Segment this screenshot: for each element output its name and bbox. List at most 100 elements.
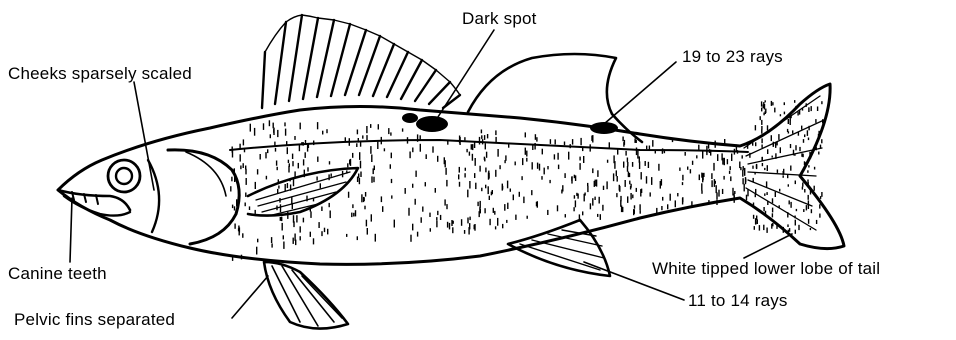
stipple-mark bbox=[575, 200, 576, 207]
stipple-mark bbox=[640, 210, 641, 214]
stipple-mark bbox=[469, 152, 470, 156]
stipple-mark bbox=[525, 132, 526, 137]
stipple-mark bbox=[783, 175, 784, 177]
stipple-mark bbox=[519, 192, 520, 197]
stipple-mark bbox=[562, 185, 563, 191]
stipple-mark bbox=[747, 142, 748, 149]
stipple-mark bbox=[636, 188, 637, 192]
stipple-mark bbox=[802, 183, 803, 187]
stipple-mark bbox=[764, 168, 765, 170]
label-pelvic-fins: Pelvic fins separated bbox=[14, 310, 175, 330]
stipple-mark bbox=[484, 158, 485, 161]
stipple-mark bbox=[701, 191, 702, 194]
stipple-mark bbox=[525, 148, 526, 155]
stipple-mark bbox=[375, 234, 376, 242]
stipple-mark bbox=[507, 181, 508, 189]
stipple-mark bbox=[606, 181, 607, 189]
stipple-mark bbox=[776, 223, 777, 229]
stipple-mark bbox=[250, 124, 251, 132]
body-outline bbox=[58, 84, 844, 264]
stipple-mark bbox=[495, 226, 496, 229]
pelvic-fin bbox=[264, 262, 348, 329]
dark-spot bbox=[402, 113, 448, 132]
stipple-mark bbox=[755, 125, 756, 130]
stipple-mark bbox=[730, 176, 731, 181]
stipple-mark bbox=[294, 136, 295, 140]
stipple-mark bbox=[459, 167, 460, 173]
stipple-mark bbox=[230, 186, 231, 191]
stipple-mark bbox=[329, 203, 330, 207]
stipple-mark bbox=[780, 147, 781, 153]
stipple-mark bbox=[293, 221, 294, 227]
stipple-mark bbox=[807, 180, 808, 182]
stipple-mark bbox=[582, 211, 583, 215]
stipple-mark bbox=[373, 168, 374, 174]
stipple-mark bbox=[287, 212, 288, 219]
stipple-mark bbox=[469, 217, 470, 221]
stipple-mark bbox=[677, 193, 678, 196]
stipple-mark bbox=[753, 178, 754, 182]
stipple-mark bbox=[787, 212, 788, 217]
stipple-mark bbox=[352, 153, 353, 158]
stipple-mark bbox=[370, 146, 371, 154]
stipple-mark bbox=[763, 113, 764, 116]
stipple-mark bbox=[234, 206, 235, 210]
stipple-mark bbox=[573, 207, 574, 211]
stipple-mark bbox=[270, 134, 271, 138]
stipple-mark bbox=[484, 135, 485, 140]
stipple-mark bbox=[352, 204, 353, 208]
stipple-mark bbox=[292, 154, 293, 159]
stipple-mark bbox=[762, 163, 763, 166]
stipple-mark bbox=[660, 181, 661, 189]
stipple-mark bbox=[513, 195, 514, 201]
stipple-mark bbox=[479, 166, 480, 172]
stipple-mark bbox=[331, 174, 332, 177]
stipple-mark bbox=[564, 142, 565, 146]
stipple-mark bbox=[754, 226, 755, 230]
stipple-mark bbox=[792, 130, 793, 133]
stipple-mark bbox=[775, 153, 776, 159]
stipple-mark bbox=[461, 219, 462, 226]
stipple-mark bbox=[808, 219, 809, 224]
stipple-mark bbox=[820, 196, 821, 199]
stipple-mark bbox=[349, 138, 350, 146]
stipple-mark bbox=[277, 167, 278, 170]
stipple-mark bbox=[565, 214, 566, 217]
stipple-mark bbox=[271, 243, 272, 247]
stipple-mark bbox=[381, 137, 382, 144]
stipple-mark bbox=[815, 119, 816, 123]
stipple-mark bbox=[321, 207, 322, 212]
stipple-mark bbox=[596, 180, 597, 187]
stipple-mark bbox=[729, 171, 730, 174]
stipple-mark bbox=[664, 149, 665, 153]
stipple-mark bbox=[804, 189, 805, 193]
stipple-mark bbox=[364, 206, 365, 210]
stipple-mark bbox=[447, 140, 448, 144]
stipple-mark bbox=[484, 208, 485, 213]
stipple-mark bbox=[630, 193, 631, 200]
stipple-mark bbox=[777, 170, 778, 173]
stipple-mark bbox=[789, 228, 790, 232]
stipple-mark bbox=[592, 198, 593, 205]
leader-pelvic-fins bbox=[232, 276, 268, 318]
stipple-mark bbox=[632, 195, 633, 199]
label-tail-lobe: White tipped lower lobe of tail bbox=[652, 259, 880, 279]
stipple-mark bbox=[687, 167, 688, 170]
stipple-mark bbox=[808, 204, 809, 209]
stipple-mark bbox=[655, 150, 656, 153]
stipple-mark bbox=[356, 143, 357, 147]
stipple-mark bbox=[716, 200, 717, 205]
stipple-mark bbox=[371, 214, 372, 221]
stipple-mark bbox=[486, 152, 487, 158]
stipple-mark bbox=[449, 223, 450, 230]
stipple-mark bbox=[752, 166, 753, 169]
stipple-mark bbox=[245, 193, 246, 197]
stipple-mark bbox=[440, 215, 441, 220]
stipple-mark bbox=[754, 172, 755, 175]
stipple-mark bbox=[366, 220, 367, 227]
stipple-mark bbox=[522, 158, 523, 165]
stipple-mark bbox=[711, 173, 712, 179]
stipple-mark bbox=[821, 192, 822, 197]
stipple-mark bbox=[239, 144, 240, 149]
stipple-mark bbox=[445, 160, 446, 167]
